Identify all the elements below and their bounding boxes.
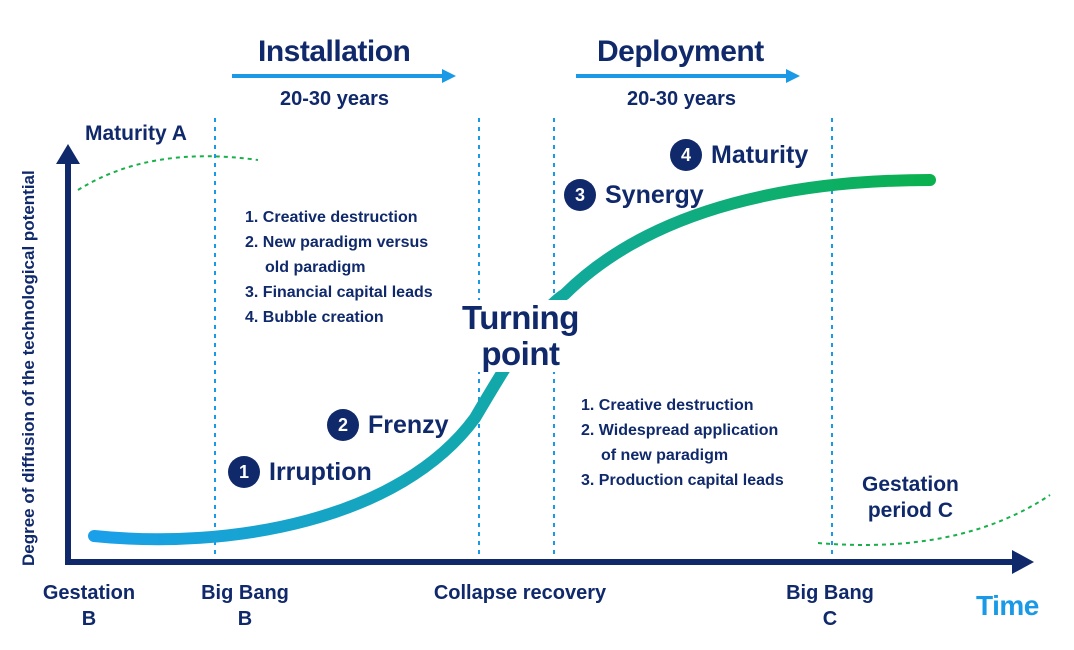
stage-number-badge: 2 — [327, 409, 359, 441]
stage-number-badge: 3 — [564, 179, 596, 211]
x-label-collapse-recovery: Collapse recovery — [413, 580, 627, 606]
x-label-line2: B — [81, 608, 97, 630]
stage-number-badge: 4 — [670, 139, 702, 171]
installation-title: Installation — [258, 35, 411, 68]
stage-name: Synergy — [605, 180, 704, 209]
deployment-item-1: 1. Creative destruction — [581, 397, 754, 414]
stage-number-badge: 1 — [228, 456, 260, 488]
x-label-big-bang-c: Big Bang C — [775, 580, 885, 632]
installation-arrow — [232, 69, 456, 83]
installation-years: 20-30 years — [280, 88, 389, 110]
axes — [56, 144, 1034, 574]
stage-maturity: 4 Maturity — [670, 139, 808, 171]
turning-point-label: Turning point — [460, 300, 581, 372]
installation-item-2-cont: old paradigm — [265, 259, 366, 276]
deployment-arrow — [576, 69, 800, 83]
x-label-line1: Big Bang — [201, 582, 289, 604]
stage-name: Maturity — [711, 140, 809, 169]
stage-synergy: 3 Synergy — [564, 179, 704, 211]
installation-item-3: 3. Financial capital leads — [245, 284, 433, 301]
x-axis-arrow — [1012, 550, 1034, 574]
deployment-item-2: 2. Widespread application — [581, 422, 779, 439]
stage-irruption: 1 Irruption — [228, 456, 372, 488]
x-label-line1: Big Bang — [786, 582, 874, 604]
maturity-a-curve — [77, 155, 259, 191]
deployment-item-3: 3. Production capital leads — [581, 472, 784, 489]
gestation-c-curve — [817, 494, 1051, 546]
stage-frenzy: 2 Frenzy — [327, 409, 449, 441]
x-label-line2: C — [822, 608, 838, 630]
gestation-c-line2: period C — [867, 499, 954, 522]
deployment-list: 1. Creative destruction 2. Widespread ap… — [581, 393, 784, 493]
deployment-years: 20-30 years — [627, 88, 736, 110]
maturity-a-label: Maturity A — [85, 122, 187, 145]
stage-name: Irruption — [269, 457, 372, 486]
gestation-c-line1: Gestation — [862, 473, 959, 496]
turning-point-line1: Turning — [462, 299, 579, 336]
installation-item-1: 1. Creative destruction — [245, 209, 418, 226]
x-label-line1: Collapse recovery — [433, 582, 607, 604]
installation-item-4: 4. Bubble creation — [245, 309, 384, 326]
gestation-c-label: Gestation period C — [862, 472, 959, 524]
x-label-big-bang-b: Big Bang B — [190, 580, 300, 632]
stage-name: Frenzy — [368, 410, 449, 439]
turning-point-line2: point — [481, 335, 560, 372]
deployment-title: Deployment — [597, 35, 764, 68]
x-label-gestation-b: Gestation B — [34, 580, 144, 632]
installation-item-2: 2. New paradigm versus — [245, 234, 429, 251]
y-axis-arrow — [56, 144, 80, 164]
x-label-line1: Gestation — [42, 582, 136, 604]
deployment-item-2-cont: of new paradigm — [601, 447, 729, 464]
x-label-line2: B — [237, 608, 253, 630]
x-axis-label: Time — [976, 590, 1039, 621]
y-axis-label: Degree of diffusion of the technological… — [19, 170, 38, 566]
installation-list: 1. Creative destruction 2. New paradigm … — [245, 205, 433, 330]
